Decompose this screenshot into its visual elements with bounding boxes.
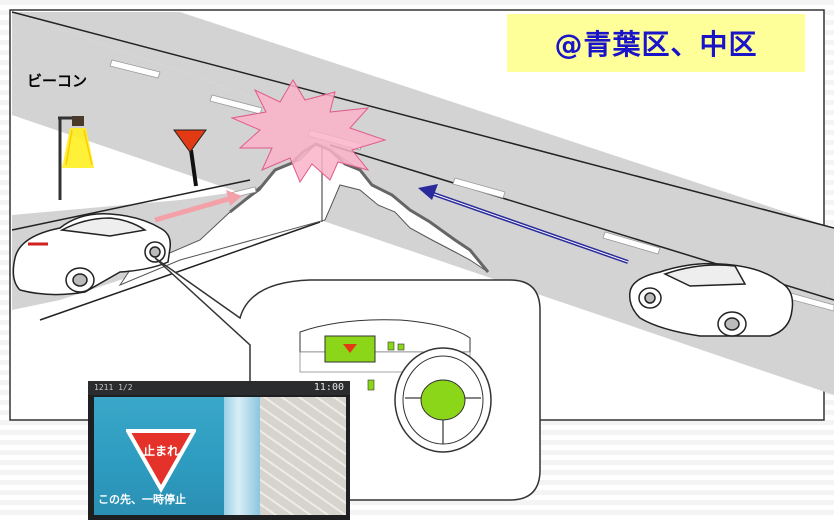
- car-navigation-photo: 1211 1/2 11:00 止まれ この先、一時停止: [88, 381, 350, 520]
- nav-warning-screen: 止まれ: [94, 397, 224, 515]
- nav-stop-sign-icon: 止まれ: [126, 429, 196, 493]
- car-right-icon: [628, 262, 794, 337]
- nav-map: [260, 397, 346, 515]
- nav-clock: 11:00: [313, 382, 344, 393]
- nav-caption: この先、一時停止: [98, 493, 186, 506]
- nav-status-bar: 1211 1/2: [88, 381, 350, 395]
- beacon-label: ビーコン: [27, 72, 88, 90]
- side-street-edge-top: [11, 179, 251, 231]
- display-stop-icon: [343, 344, 357, 353]
- arrow-pink-icon: [154, 190, 242, 223]
- arrow-blue-icon: [418, 184, 629, 264]
- car-left-icon: [12, 213, 172, 296]
- steering-wheel-icon: [394, 347, 492, 453]
- collision-burst-icon: [230, 79, 387, 184]
- main-road: [12, 12, 834, 395]
- location-label: @青葉区、中区: [507, 14, 805, 72]
- road-edge-top: [11, 11, 834, 229]
- nav-divider: [224, 397, 260, 515]
- stop-sign-icon: [173, 129, 207, 187]
- main-road-far: [12, 12, 834, 290]
- stop-sign-text: 止まれ: [143, 443, 179, 458]
- side-street-edge-bottom: [39, 221, 321, 321]
- beacon-pole-icon: [58, 116, 94, 200]
